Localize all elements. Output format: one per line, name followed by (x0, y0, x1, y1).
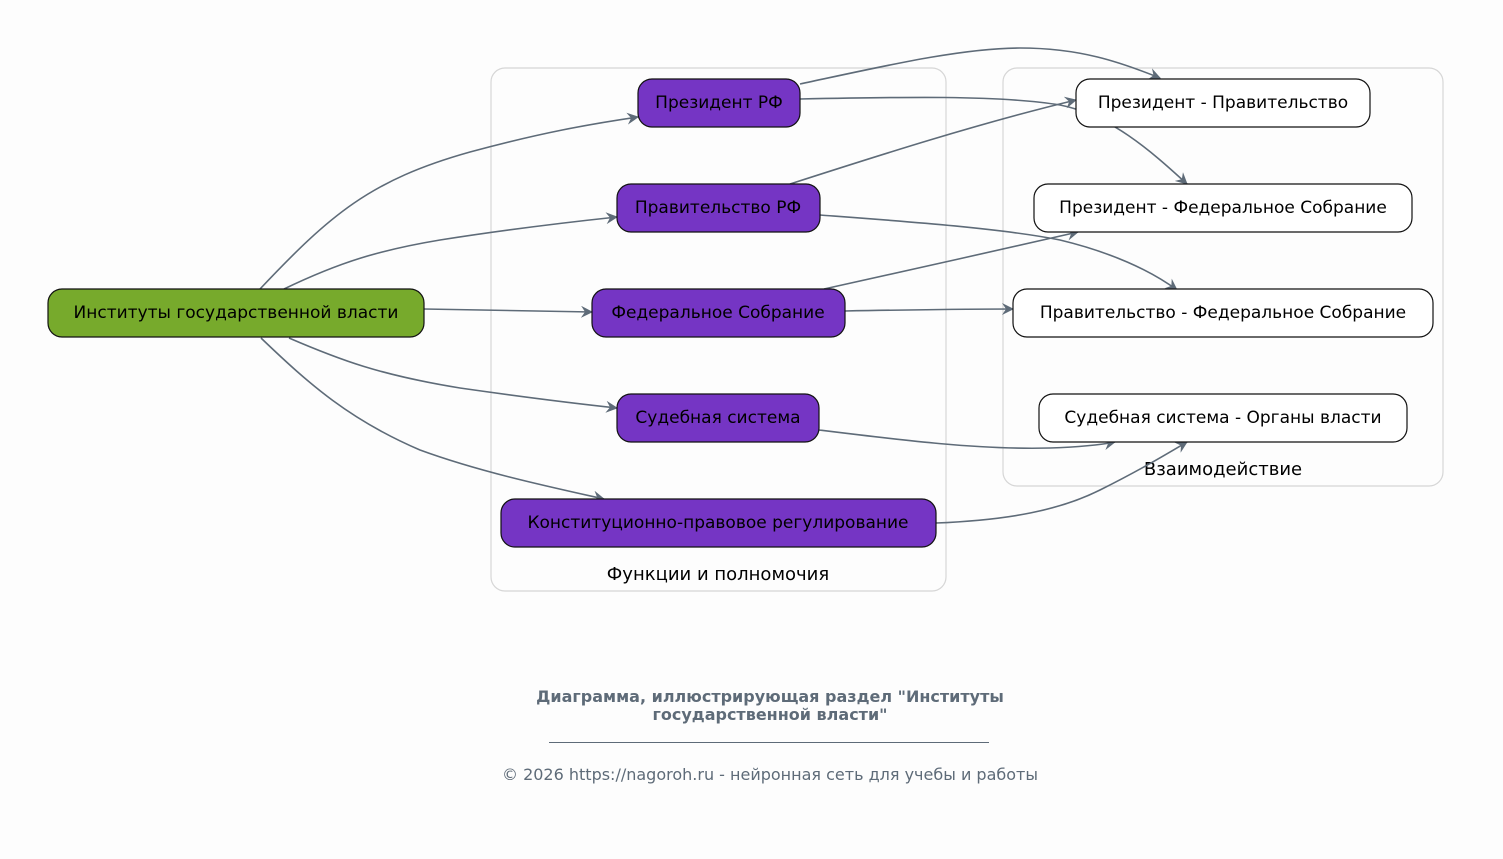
node-government[interactable]: Правительство РФ (616, 183, 821, 233)
node-assembly-label: Федеральное Собрание (611, 303, 824, 323)
edge-government-pres-gov (789, 96, 1077, 185)
node-judiciary-label: Судебная система (635, 408, 800, 428)
edge-judiciary-jud-power (818, 429, 1116, 451)
node-assembly[interactable]: Федеральное Собрание (591, 288, 846, 338)
caption-title-line1: Диаграмма, иллюстрирующая раздел "Инстит… (536, 687, 1004, 706)
caption-footer: © 2026 https://nagoroh.ru - нейронная се… (501, 765, 1038, 784)
edges (259, 47, 1188, 524)
node-root-label: Институты государственной власти (74, 303, 399, 323)
node-pres-gov[interactable]: Президент - Правительство (1075, 78, 1371, 128)
node-president[interactable]: Президент РФ (637, 78, 801, 128)
edge-government-gov-assembly (819, 214, 1178, 291)
cluster-functions-label: Функции и полномочия (607, 564, 829, 585)
node-president-label: Президент РФ (655, 93, 783, 113)
node-gov-assembly-label: Правительство - Федеральное Собрание (1040, 303, 1406, 323)
edge-root-government (283, 212, 618, 290)
edge-root-judiciary (288, 337, 618, 413)
edge-root-assembly (423, 305, 593, 318)
cluster-interaction: Взаимодействие (1002, 67, 1444, 487)
node-jud-power-label: Судебная система - Органы власти (1064, 408, 1381, 428)
node-judiciary[interactable]: Судебная система (616, 393, 820, 443)
node-jud-power[interactable]: Судебная система - Органы власти (1038, 393, 1408, 443)
node-constitution-box (500, 498, 937, 548)
edge-president-pres-gov (799, 47, 1161, 85)
node-pres-gov-label: Президент - Правительство (1098, 93, 1348, 113)
node-president-box (637, 78, 801, 128)
edge-root-president (259, 112, 639, 290)
edge-root-constitution (260, 337, 605, 503)
node-gov-assembly[interactable]: Правительство - Федеральное Собрание (1012, 288, 1434, 338)
node-constitution-label: Конституционно-правовое регулирование (527, 513, 908, 533)
edge-assembly-pres-assembly (823, 228, 1079, 290)
node-pres-assembly-label: Президент - Федеральное Собрание (1059, 198, 1387, 218)
node-constitution[interactable]: Конституционно-правовое регулирование (500, 498, 937, 548)
node-pres-assembly-box (1033, 183, 1413, 233)
node-pres-assembly[interactable]: Президент - Федеральное Собрание (1033, 183, 1413, 233)
caption-title-line2: государственной власти" (652, 705, 888, 724)
diagram-caption-title: Диаграмма, иллюстрирующая раздел "Инстит… (0, 688, 1503, 724)
node-gov-assembly-box (1012, 288, 1434, 338)
node-government-box (616, 183, 821, 233)
node-jud-power-box (1038, 393, 1408, 443)
caption-divider (549, 742, 989, 743)
node-pres-gov-box (1075, 78, 1371, 128)
cluster-interaction-box (1002, 67, 1444, 487)
edge-constitution-jud-power (935, 441, 1188, 524)
node-government-label: Правительство РФ (635, 198, 801, 218)
edge-president-pres-assembly (799, 96, 1188, 185)
cluster-interaction-label: Взаимодействие (1144, 459, 1302, 480)
node-root-box (47, 288, 425, 338)
edge-assembly-gov-assembly (844, 303, 1014, 316)
node-judiciary-box (616, 393, 820, 443)
node-root[interactable]: Институты государственной власти (47, 288, 425, 338)
node-assembly-box (591, 288, 846, 338)
